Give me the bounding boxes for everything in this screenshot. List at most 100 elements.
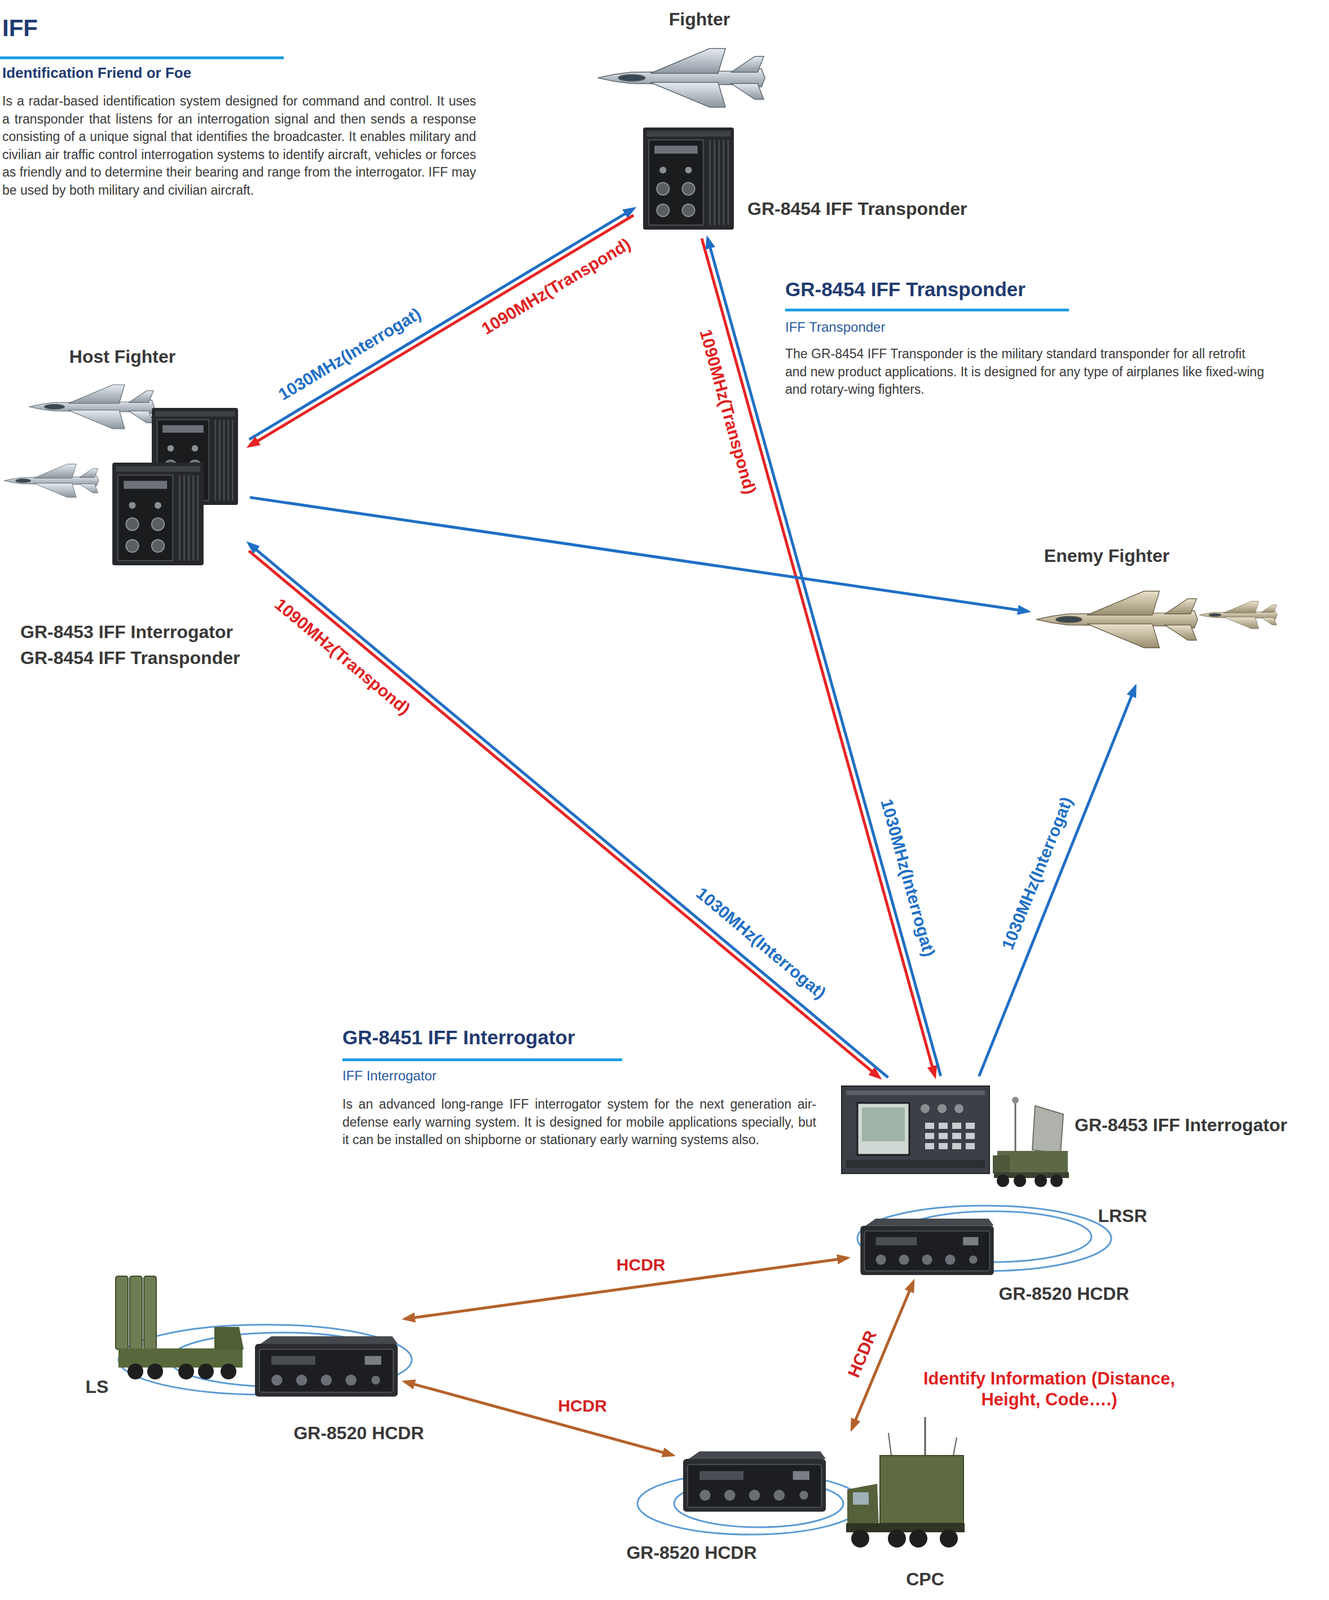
enemy-jet — [1199, 601, 1278, 629]
device-label: Host Fighter — [69, 346, 176, 368]
interrogator-rack — [925, 1122, 975, 1150]
description-text: Is a radar-based identification system d… — [2, 92, 477, 200]
device-node: LSGR-8520 HCDR — [104, 1272, 401, 1408]
fighter-jet — [3, 464, 99, 498]
panel-label: IFF Transponder — [785, 319, 886, 336]
heading-underline — [342, 1058, 623, 1062]
signal-arrow — [707, 238, 941, 1077]
device-node: FighterGR-8454 IFF Transponder — [637, 124, 739, 235]
frequency-label: HCDR — [614, 1255, 668, 1275]
launcher-truck — [129, 1275, 143, 1350]
command-post-truck — [879, 1455, 964, 1524]
frequency-label: 1030MHz(Interrogat) — [273, 302, 426, 406]
radar-truck — [996, 1174, 1010, 1187]
signal-arrow — [248, 550, 880, 1077]
interrogator-rack — [861, 1107, 905, 1142]
frequency-label: 1090MHz(Transpond) — [476, 233, 636, 340]
device-label: GR-8453 IFF Interrogator — [1074, 1114, 1288, 1136]
command-post-truck — [939, 1529, 958, 1548]
signal-arrow — [248, 543, 888, 1077]
radar-truck — [992, 1096, 1069, 1187]
hcdr-radio — [254, 1335, 398, 1397]
description-text: The GR-8454 IFF Transponder is the milit… — [785, 345, 1271, 399]
radar-truck — [996, 1174, 1063, 1187]
frequency-label: 1030MHz(Interrogat) — [997, 792, 1078, 954]
fighter-jet — [597, 48, 765, 108]
enemy-jet — [1036, 591, 1198, 649]
signal-arrow — [405, 1381, 673, 1455]
device-label: GR-8454 IFF Transponder — [20, 647, 240, 669]
interrogator-rack — [841, 1085, 990, 1174]
frequency-label: 1030MHz(Interrogat) — [691, 882, 831, 1005]
command-post-truck — [888, 1432, 892, 1456]
signal-arrow — [249, 497, 1028, 612]
device-label: Enemy Fighter — [1044, 545, 1170, 567]
diagram-title: IFF — [2, 14, 38, 42]
radar-truck — [1034, 1174, 1047, 1187]
radar-truck — [1014, 1099, 1017, 1151]
device-label: CPC — [905, 1568, 945, 1590]
launcher-truck — [127, 1363, 144, 1380]
device-label: GR-8520 HCDR — [626, 1542, 757, 1564]
launcher-truck — [115, 1275, 129, 1350]
panel-label: Identification Friend or Foe — [2, 64, 192, 82]
interrogator-rack — [925, 1132, 935, 1139]
radar-truck — [1013, 1174, 1027, 1187]
interrogator-rack — [938, 1122, 948, 1129]
launcher-truck — [115, 1275, 244, 1380]
heading-underline — [0, 56, 1069, 1062]
device-node: GR-8520 HCDR — [851, 1215, 1005, 1278]
radar-truck — [1050, 1174, 1063, 1187]
device-label: GR-8454 IFF Transponder — [747, 198, 967, 220]
launcher-truck — [143, 1275, 157, 1350]
command-post-truck — [953, 1437, 957, 1456]
device-label: LRSR — [1097, 1205, 1147, 1227]
interrogator-rack — [952, 1142, 962, 1150]
launcher-truck — [220, 1363, 237, 1380]
enemy-jet — [1036, 591, 1278, 649]
interrogator-rack — [952, 1122, 962, 1129]
command-post-truck — [924, 1416, 927, 1456]
panel-label: IFF Interrogator — [342, 1067, 437, 1085]
interrogator-rack — [952, 1132, 962, 1139]
command-post-truck — [852, 1492, 869, 1505]
device-label: GR-8520 HCDR — [293, 1422, 424, 1444]
radar-truck — [1032, 1105, 1064, 1154]
interrogator-rack — [954, 1103, 964, 1113]
command-post-truck — [851, 1529, 870, 1548]
interrogator-rack — [920, 1103, 930, 1113]
frequency-label: 1090MHz(Transpond) — [269, 593, 416, 720]
device-node: GR-8453 IFF InterrogatorLRSR — [837, 1080, 1072, 1194]
launcher-truck — [214, 1326, 244, 1350]
description-text: Is an advanced long-range IFF interrogat… — [342, 1095, 817, 1150]
interrogator-rack — [965, 1122, 975, 1129]
interrogator-rack — [938, 1132, 948, 1139]
fighter-jet — [29, 384, 155, 429]
device-label: GR-8520 HCDR — [998, 1283, 1129, 1305]
interrogator-rack — [846, 1090, 985, 1095]
command-post-truck — [909, 1529, 928, 1548]
signal-arrow — [249, 215, 634, 447]
iff-unit — [643, 127, 734, 230]
interrogator-rack — [965, 1142, 975, 1150]
command-post-truck — [851, 1529, 958, 1548]
interrogator-rack — [925, 1142, 935, 1150]
panel-label: GR-8451 IFF Interrogator — [342, 1025, 575, 1050]
launcher-truck — [127, 1363, 237, 1380]
interrogator-rack — [965, 1132, 975, 1139]
device-label: GR-8453 IFF Interrogator — [20, 621, 233, 643]
description-text: Identify Information (Distance, Height, … — [908, 1367, 1191, 1410]
device-label: Fighter — [669, 9, 730, 30]
device-node: GR-8520 HCDRCPC — [676, 1432, 971, 1560]
hcdr-radio — [683, 1450, 826, 1512]
radar-truck — [1011, 1096, 1019, 1104]
interrogator-rack — [857, 1102, 910, 1155]
launcher-truck — [147, 1363, 164, 1380]
panel-label: GR-8454 IFF Transponder — [785, 277, 1026, 302]
interrogator-rack — [938, 1142, 948, 1150]
interrogator-rack — [846, 1159, 985, 1168]
